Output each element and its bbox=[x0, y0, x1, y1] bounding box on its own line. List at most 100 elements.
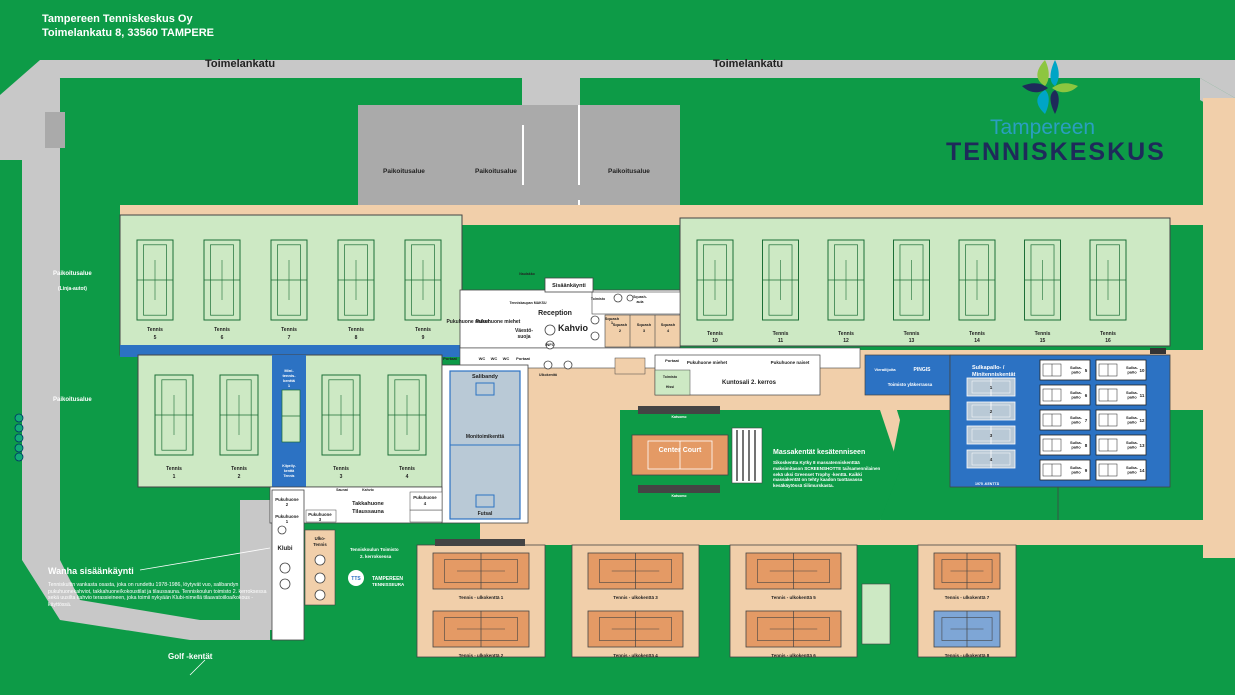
floorball-label: Salibandy bbox=[472, 374, 499, 380]
tennis-court-9-label: Tennis bbox=[415, 327, 431, 333]
badminton-footer: 1975 -KENTTÄ bbox=[975, 482, 1000, 486]
squash-lobby-label: Squash- bbox=[633, 295, 648, 299]
minitennis-court-2-num: 2 bbox=[990, 409, 993, 414]
locker-4-label: Pukuhuone bbox=[413, 495, 437, 500]
street-label-left: Toimelankatu bbox=[205, 58, 275, 70]
locker-women-label: Pukuhuone naiset bbox=[446, 319, 489, 325]
badminton-court-10-num: 10 bbox=[1139, 368, 1145, 373]
badminton-court-12-num: 12 bbox=[1139, 418, 1145, 423]
shelter-label-2: suoja bbox=[517, 334, 530, 340]
entrance-label: Sisäänkäynti bbox=[552, 283, 586, 289]
minitennis-court-1 bbox=[966, 377, 1016, 397]
multipurpose-label: Monitoimikenttä bbox=[466, 434, 505, 440]
table-tennis-label: PINGIS bbox=[914, 367, 932, 373]
outdoor-label: Ulkokenttä bbox=[539, 373, 557, 377]
locker-1-label: Pukuhuone bbox=[275, 514, 299, 519]
logo-line-1: Tampereen bbox=[990, 116, 1096, 139]
fireplace-room-label: Takkahuone bbox=[352, 501, 384, 507]
tennis-court-11-label: Tennis bbox=[773, 331, 789, 337]
sauna-label: Tilaussauna bbox=[352, 509, 385, 515]
minitennis-court-3-num: 3 bbox=[990, 433, 993, 438]
parking-label-left2: Paikoitusalue bbox=[53, 397, 92, 403]
tennis-court-10-num: 10 bbox=[712, 338, 718, 344]
tennis-court-16-label: Tennis bbox=[1100, 331, 1116, 337]
cafe-label: Kahvio bbox=[558, 323, 589, 333]
squash-lobby-label-2: aula bbox=[636, 300, 643, 304]
squash-3-label: Squash bbox=[661, 322, 676, 327]
badminton-court-11-num: 11 bbox=[1140, 393, 1145, 398]
minitennis-court-4 bbox=[966, 449, 1016, 469]
outdoor-court-2: Tennis - ulkokenttä 2 bbox=[432, 610, 530, 658]
parking-label-1: Paikoitusalue bbox=[383, 168, 425, 175]
badminton-court-5-num: 5 bbox=[1085, 368, 1088, 373]
outdoor-court-1: Tennis - ulkokenttä 1 bbox=[432, 552, 530, 600]
badminton-court-9-label: Sulka-pallo bbox=[1070, 465, 1083, 475]
tennis-court-6-num: 6 bbox=[221, 335, 224, 341]
tennis-court-4-num: 4 bbox=[406, 474, 409, 480]
tennis-court-8 bbox=[337, 239, 375, 321]
tennis-court-10-label: Tennis bbox=[707, 331, 723, 337]
badminton-court-6-num: 6 bbox=[1085, 393, 1088, 398]
badminton-title-1: Sulkapallo- / bbox=[972, 365, 1005, 371]
tennis-court-5 bbox=[136, 239, 174, 321]
outdoor-court-5: Tennis - ulkokenttä 5 bbox=[745, 552, 842, 600]
tennis-court-8-label: Tennis bbox=[348, 327, 364, 333]
stand-top-label: Katsomo bbox=[672, 415, 687, 419]
locker-men-label: Pukuhuone miehet bbox=[476, 319, 521, 325]
tennis-court-11 bbox=[762, 239, 799, 321]
left-cafe-label: Kahvio bbox=[362, 488, 374, 492]
badminton-court-12-label: Sulka-pallo bbox=[1126, 415, 1139, 425]
stairs-3-label: Portaat bbox=[516, 356, 530, 361]
outdoor-court-4: Tennis - ulkokenttä 4 bbox=[587, 610, 684, 658]
outdoor-tennis-label-1: Ulko- bbox=[315, 536, 326, 541]
minitennis-label-2: tennis- bbox=[282, 373, 296, 378]
svg-text:TTS: TTS bbox=[351, 576, 361, 582]
outdoor-court-1-label: Tennis - ulkokenttä 1 bbox=[459, 595, 504, 600]
badminton-court-6-label: Sulka-pallo bbox=[1070, 390, 1083, 400]
tennis-court-2 bbox=[219, 374, 259, 456]
squash-3-num: 4 bbox=[667, 328, 670, 333]
tennis-court-8-num: 8 bbox=[355, 335, 358, 341]
locker-2-num: 2 bbox=[286, 502, 289, 507]
badminton-court-14-label: Sulka-pallo bbox=[1126, 465, 1139, 475]
tennis-court-6-label: Tennis bbox=[214, 327, 230, 333]
squash-2-label: Squash bbox=[637, 322, 652, 327]
climbing-label-2: kenttä bbox=[284, 469, 294, 473]
tennis-court-4-label: Tennis bbox=[399, 466, 415, 472]
stairs-2-label: Portaat bbox=[665, 358, 679, 363]
locker-women-2-label: Pukuhuone naiset bbox=[771, 360, 810, 365]
outdoor-court-8: Tennis - ulkokenttä 8 bbox=[933, 610, 1001, 658]
tennis-court-1-label: Tennis bbox=[166, 466, 182, 472]
tennis-court-12 bbox=[827, 239, 865, 321]
minitennis-label-4: 1 bbox=[288, 383, 291, 388]
tennis-court-1 bbox=[154, 374, 194, 456]
climbing-label-3: Tennis bbox=[283, 474, 294, 478]
tennis-court-5-num: 5 bbox=[154, 335, 157, 341]
minitennis-court-3 bbox=[966, 425, 1016, 445]
outdoor-court-2-label: Tennis - ulkokenttä 2 bbox=[459, 653, 504, 658]
tennis-court-12-label: Tennis bbox=[838, 331, 854, 337]
outdoor-courts-group: Tennis - ulkokenttä 1 Tennis - ulkokenttä… bbox=[416, 544, 1017, 658]
wc-1-label: WC bbox=[479, 356, 486, 361]
old-entrance-title: Wanha sisäänkäynti bbox=[48, 566, 134, 576]
badminton-court-8-label: Sulka-pallo bbox=[1070, 440, 1083, 450]
badminton-court-10-label: Sulka-pallo bbox=[1126, 365, 1139, 375]
tennis-court-15 bbox=[1024, 239, 1061, 321]
minitennis-court-1-num: 1 bbox=[990, 385, 993, 390]
office-label: Toimisto bbox=[591, 297, 605, 301]
tennis-court-2-num: 2 bbox=[238, 474, 241, 480]
tennis-court-13 bbox=[893, 239, 930, 321]
stand-bottom-label: Katsomo bbox=[672, 494, 687, 498]
